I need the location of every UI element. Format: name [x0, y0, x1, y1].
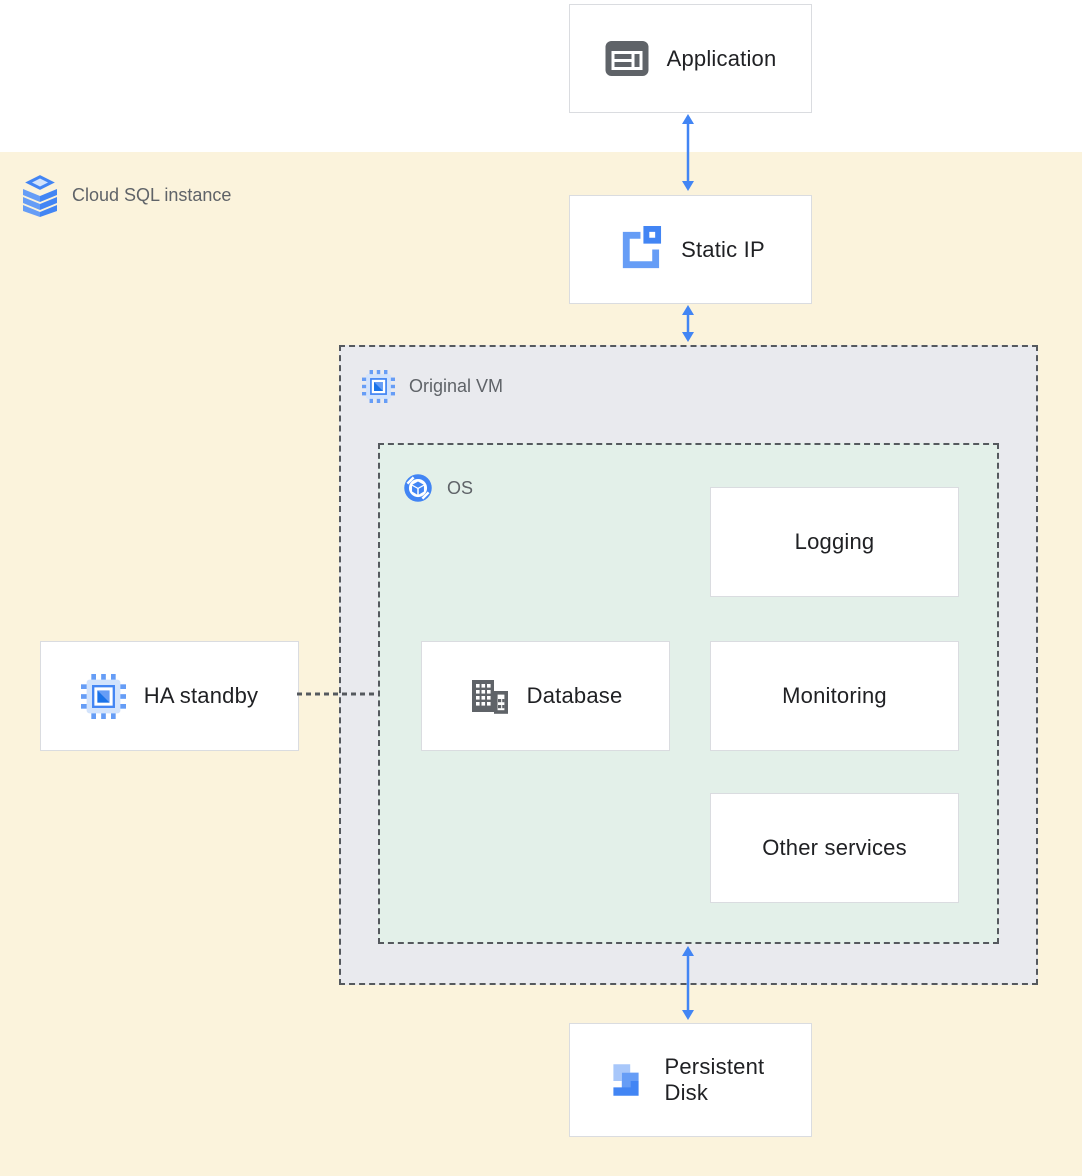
node-logging-label: Logging — [794, 529, 875, 554]
node-static-ip: Static IP — [569, 195, 812, 304]
node-ha-standby-label: HA standby — [143, 683, 259, 708]
dashed-line-ha-standby — [297, 692, 379, 696]
compute-engine-icon — [80, 673, 126, 719]
persistent-disk-icon — [605, 1059, 647, 1101]
compute-engine-icon — [362, 370, 395, 403]
node-static-ip-label: Static IP — [681, 236, 765, 262]
node-logging: Logging — [710, 487, 959, 597]
node-application-label: Application — [666, 45, 777, 71]
node-other-services: Other services — [710, 793, 959, 903]
os-zone-label-text: OS — [447, 477, 474, 498]
node-database: Database — [421, 641, 670, 751]
node-ha-standby: HA standby — [40, 641, 299, 751]
node-monitoring-label: Monitoring — [782, 683, 887, 708]
arrow-os-persistent-disk — [682, 946, 694, 1020]
arrow-application-static-ip — [682, 114, 694, 191]
cloud-sql-zone-label: Cloud SQL instance — [22, 173, 231, 217]
node-other-services-label: Other services — [762, 835, 907, 860]
arrow-static-ip-original-vm — [682, 305, 694, 342]
application-window-icon — [605, 40, 649, 77]
os-icon — [403, 473, 433, 503]
node-application: Application — [569, 4, 812, 113]
node-database-label: Database — [526, 683, 623, 708]
node-persistent-disk-label: Persistent Disk — [664, 1054, 765, 1105]
cloud-sql-icon — [22, 173, 58, 217]
cloud-sql-zone-label-text: Cloud SQL instance — [72, 184, 232, 205]
os-zone-label: OS — [403, 473, 473, 503]
static-ip-icon — [616, 226, 663, 273]
original-vm-zone-label: Original VM — [362, 370, 503, 403]
datacenter-icon — [469, 676, 509, 716]
node-persistent-disk: Persistent Disk — [569, 1023, 812, 1137]
original-vm-zone-label-text: Original VM — [409, 376, 504, 396]
node-monitoring: Monitoring — [710, 641, 959, 751]
